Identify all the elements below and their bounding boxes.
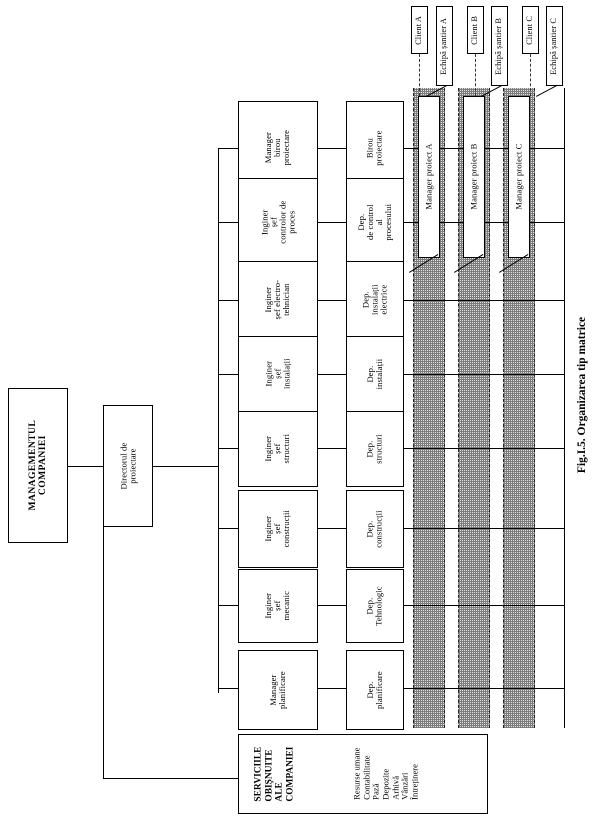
- common-services-items-wrap: Resurse umane Contabilitate Pază Depozit…: [336, 734, 436, 814]
- department-label: Dep. instalații: [364, 358, 384, 390]
- project-manager-c[interactable]: Manager proiect C: [508, 96, 530, 258]
- site-team-b-box[interactable]: Echipă șantier B: [491, 6, 508, 86]
- rail-to-manager-7: [218, 688, 238, 689]
- client-a-box[interactable]: Client A: [411, 6, 428, 54]
- rail-to-manager-2: [218, 300, 238, 301]
- department-3[interactable]: Dep. instalații: [346, 336, 404, 412]
- link-management-director: [68, 466, 103, 467]
- common-services-title: SERVICIILE OBIȘNUITE ALE COMPANIEI: [253, 746, 296, 802]
- common-services-items: Resurse umane Contabilitate Pază Depozit…: [351, 747, 420, 801]
- functional-manager-label: Inginer șef electro- tehnician: [263, 280, 292, 320]
- department-5[interactable]: Dep. construcții: [346, 490, 404, 568]
- rail-to-manager-5: [218, 528, 238, 529]
- client-c-connector: [530, 54, 531, 96]
- department-label: Dep. instalații electrice: [360, 284, 389, 316]
- department-4[interactable]: Dep. structuri: [346, 411, 404, 487]
- functional-manager-label: Inginer șef instalații: [263, 358, 292, 390]
- dept-rail-3: [404, 374, 564, 375]
- client-b-connector: [475, 54, 476, 96]
- functional-manager-3[interactable]: Inginer șef instalații: [238, 336, 318, 412]
- department-label: Dep. construcții: [364, 510, 384, 548]
- client-label: Client A: [414, 15, 424, 45]
- rail-to-manager-1: [218, 222, 238, 223]
- functional-manager-label: Manager birou proiectare: [263, 130, 292, 166]
- department-label: Dep. planificare: [364, 671, 384, 709]
- functional-manager-label: Inginer șef mecanic: [263, 591, 292, 621]
- site-team-a-box[interactable]: Echipă șantier A: [436, 6, 453, 86]
- link-manager-dept-7: [318, 688, 346, 689]
- common-services-title-wrap: SERVICIILE OBIȘNUITE ALE COMPANIEI: [244, 734, 306, 814]
- site-team-c-box[interactable]: Echipă șantier C: [546, 6, 563, 86]
- link-manager-dept-5: [318, 528, 346, 529]
- project-manager-label: Manager proiect A: [423, 143, 434, 211]
- link-manager-dept-2: [318, 300, 346, 301]
- site-team-label: Echipă șantier A: [439, 17, 449, 75]
- department-1[interactable]: Dep. de control al procesului: [346, 178, 404, 266]
- functional-manager-2[interactable]: Inginer șef electro- tehnician: [238, 261, 318, 339]
- functional-manager-label: Inginer șef construcții: [263, 510, 292, 548]
- link-manager-dept-0: [318, 148, 346, 149]
- dept-rail-5: [404, 528, 564, 529]
- department-label: Dep. structuri: [364, 434, 384, 464]
- department-2[interactable]: Dep. instalații electrice: [346, 261, 404, 339]
- client-label: Client C: [525, 15, 535, 45]
- department-label: Dep. de control al procesului: [355, 203, 394, 241]
- company-management-box[interactable]: MANAGEMENTUL COMPANIEI: [8, 388, 68, 543]
- client-a-connector: [419, 54, 420, 96]
- functional-manager-label: Inginer șef controlor de proces: [258, 200, 297, 244]
- link-services-rail: [103, 778, 238, 779]
- client-b-box[interactable]: Client B: [467, 6, 484, 54]
- functional-manager-7[interactable]: Manager planificare: [238, 650, 318, 730]
- link-management-services: [103, 466, 104, 778]
- site-team-label: Echipă șantier C: [549, 17, 559, 75]
- department-label: Birou proiectare: [364, 130, 384, 166]
- functional-manager-4[interactable]: Inginer șef structuri: [238, 411, 318, 487]
- functional-manager-label: Manager planificare: [267, 671, 287, 709]
- project-manager-label: Manager proiect C: [513, 143, 524, 211]
- functional-manager-6[interactable]: Inginer șef mecanic: [238, 569, 318, 643]
- link-manager-dept-4: [318, 448, 346, 449]
- rail-to-manager-6: [218, 605, 238, 606]
- common-services-box[interactable]: [238, 734, 488, 814]
- rail-to-manager-0: [218, 148, 238, 149]
- client-label: Client B: [470, 15, 480, 45]
- rail-to-manager-4: [218, 448, 238, 449]
- functional-manager-5[interactable]: Inginer șef construcții: [238, 490, 318, 568]
- dept-rail-7: [404, 688, 564, 689]
- figure-caption: Fig.I.5. Organizarea tip matrice: [576, 316, 588, 474]
- link-manager-dept-3: [318, 374, 346, 375]
- link-manager-dept-1: [318, 222, 346, 223]
- functional-manager-label: Inginer șef structuri: [263, 434, 292, 464]
- link-director-spine: [153, 466, 218, 467]
- rail-to-manager-3: [218, 374, 238, 375]
- figure-caption-wrap: Fig.I.5. Organizarea tip matrice: [566, 260, 598, 530]
- dept-rail-6: [404, 605, 564, 606]
- right-rail: [564, 88, 565, 728]
- client-c-box[interactable]: Client C: [522, 6, 539, 54]
- design-director-box[interactable]: Directorul de proiectare: [103, 405, 153, 527]
- department-7[interactable]: Dep. planificare: [346, 650, 404, 730]
- company-management-label: MANAGEMENTUL COMPANIEI: [26, 420, 48, 511]
- dept-rail-2: [404, 300, 564, 301]
- site-team-label: Echipă șantier B: [494, 17, 504, 75]
- design-director-label: Directorul de proiectare: [117, 442, 137, 490]
- director-spine: [218, 148, 219, 693]
- functional-manager-1[interactable]: Inginer șef controlor de proces: [238, 178, 318, 266]
- project-manager-a[interactable]: Manager proiect A: [418, 96, 440, 258]
- dept-rail-4: [404, 448, 564, 449]
- project-manager-label: Manager proiect B: [468, 143, 479, 211]
- department-6[interactable]: Dep. Tehnologic: [346, 569, 404, 643]
- department-label: Dep. Tehnologic: [364, 586, 384, 626]
- project-manager-b[interactable]: Manager proiect B: [463, 96, 485, 258]
- site-team-c-connector: [536, 84, 558, 97]
- link-manager-dept-6: [318, 605, 346, 606]
